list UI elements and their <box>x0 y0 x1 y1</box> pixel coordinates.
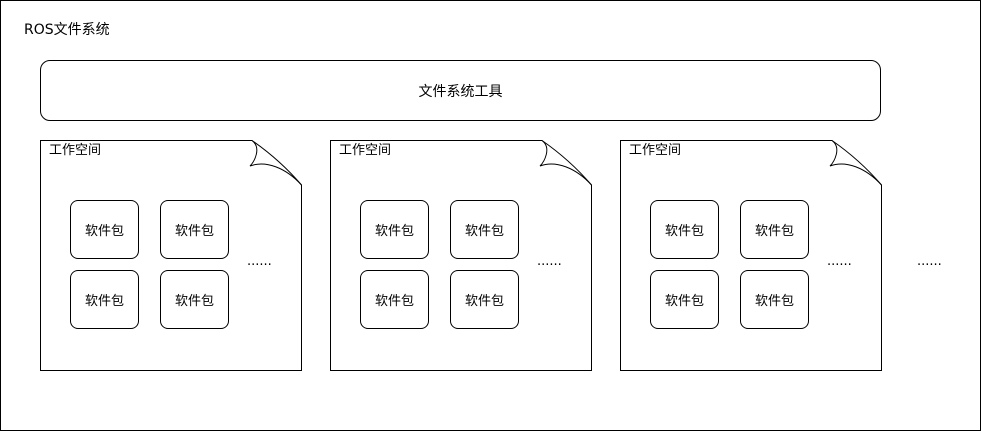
package-label: 软件包 <box>754 224 794 239</box>
package-box: 软件包 <box>160 270 229 329</box>
filesystem-tools-label: 文件系统工具 <box>418 83 503 100</box>
package-box: 软件包 <box>650 270 719 329</box>
package-ellipsis: ...... <box>247 254 272 269</box>
package-label: 软件包 <box>374 224 414 239</box>
package-box: 软件包 <box>450 200 519 259</box>
workspace-3: 工作空间 软件包 软件包 软件包 软件包 ...... <box>620 140 882 371</box>
package-box: 软件包 <box>740 270 809 329</box>
package-ellipsis: ...... <box>537 254 562 269</box>
package-label: 软件包 <box>664 294 704 309</box>
workspace-label: 工作空间 <box>339 143 392 158</box>
package-label: 软件包 <box>374 294 414 309</box>
package-label: 软件包 <box>464 294 504 309</box>
package-label: 软件包 <box>754 294 794 309</box>
package-box: 软件包 <box>360 270 429 329</box>
package-label: 软件包 <box>174 294 214 309</box>
package-label: 软件包 <box>664 224 704 239</box>
package-box: 软件包 <box>160 200 229 259</box>
package-box: 软件包 <box>740 200 809 259</box>
package-box: 软件包 <box>450 270 519 329</box>
package-box: 软件包 <box>70 200 139 259</box>
package-box: 软件包 <box>650 200 719 259</box>
package-box: 软件包 <box>360 200 429 259</box>
workspace-2: 工作空间 软件包 软件包 软件包 软件包 ...... <box>330 140 592 371</box>
package-ellipsis: ...... <box>827 254 852 269</box>
package-label: 软件包 <box>84 224 124 239</box>
workspace-label: 工作空间 <box>49 143 102 158</box>
package-box: 软件包 <box>70 270 139 329</box>
workspace-label: 工作空间 <box>629 143 682 158</box>
workspace-1: 工作空间 软件包 软件包 软件包 软件包 ...... <box>40 140 302 371</box>
package-label: 软件包 <box>84 294 124 309</box>
diagram-title: ROS文件系统 <box>24 22 110 38</box>
package-label: 软件包 <box>174 224 214 239</box>
package-label: 软件包 <box>464 224 504 239</box>
workspace-ellipsis: ...... <box>917 254 942 269</box>
filesystem-tools-box: 文件系统工具 <box>40 60 881 121</box>
